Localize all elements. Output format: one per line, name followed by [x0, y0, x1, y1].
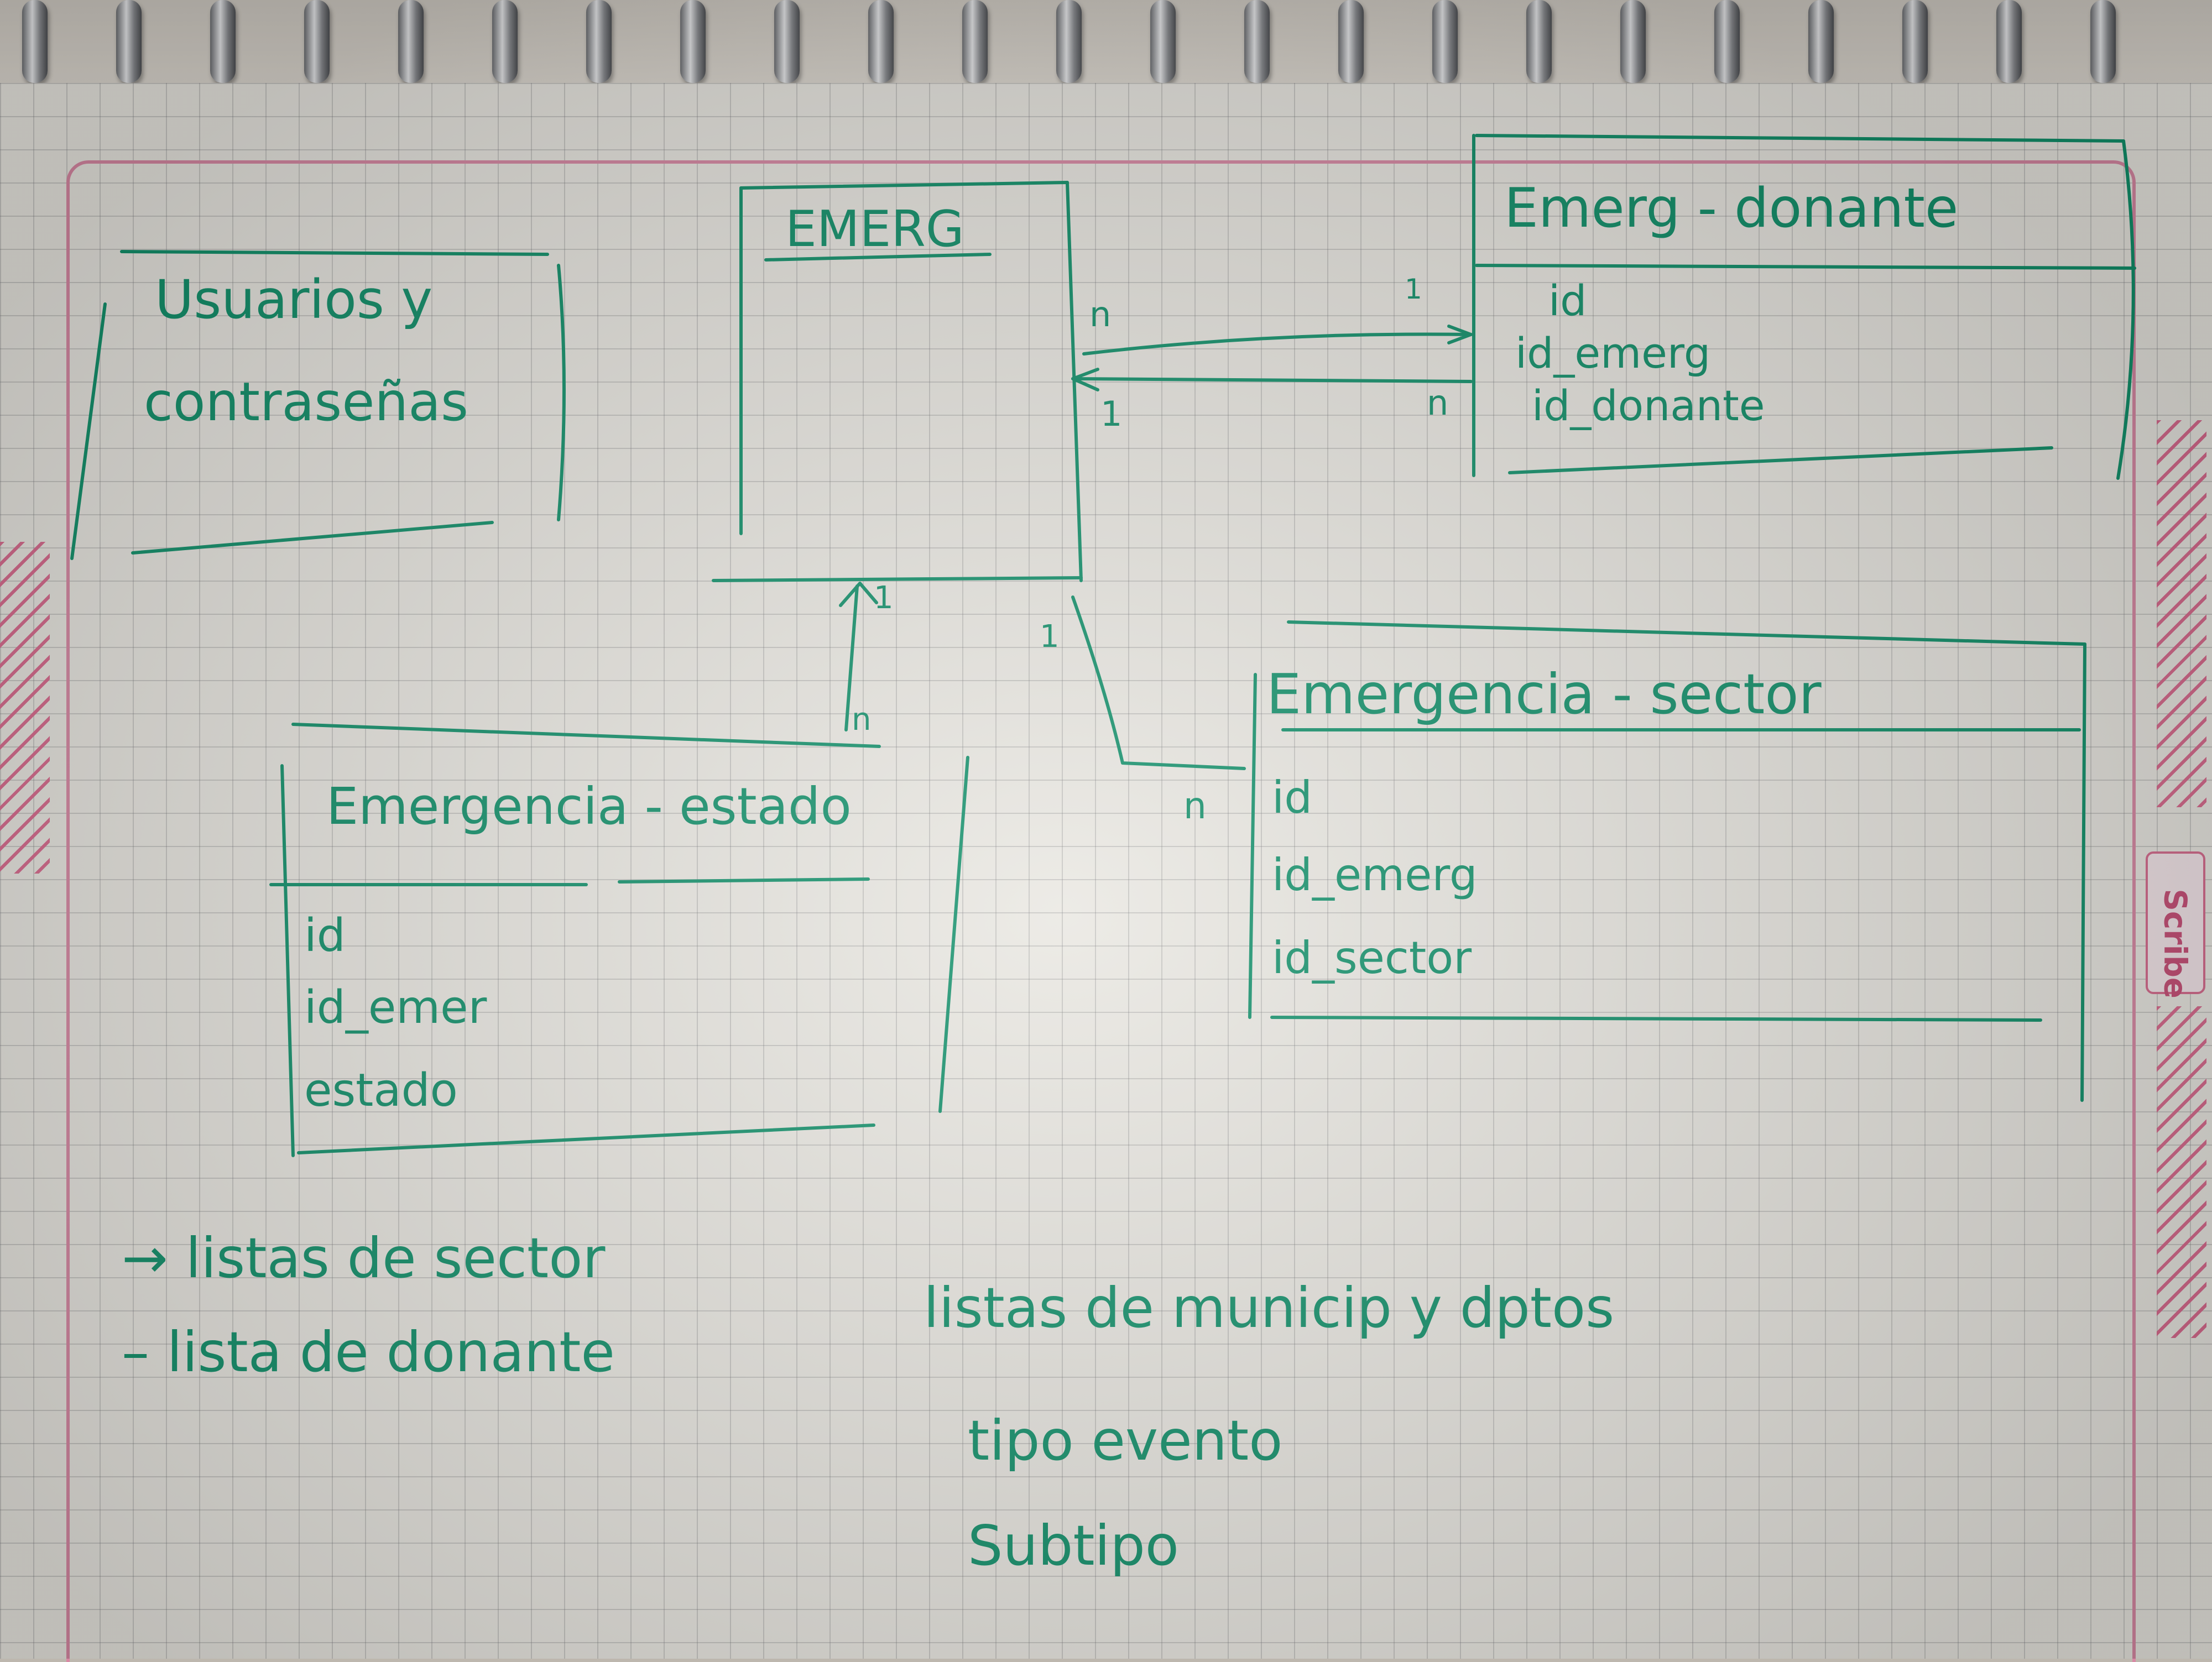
cardinality-label: 1	[1405, 273, 1422, 305]
spiral-ring	[22, 0, 48, 83]
cardinality-label: n	[1183, 785, 1207, 827]
spiral-ring	[1244, 0, 1270, 83]
emerg-title: EMERG	[785, 200, 964, 258]
relationship-emerg-estado	[839, 582, 878, 731]
spiral-ring	[1338, 0, 1364, 83]
cardinality-label: 1	[1040, 619, 1060, 655]
emerg-donante-field: id	[1548, 276, 1587, 325]
emergencia-sector-field: id	[1272, 772, 1312, 823]
spiral-ring	[2090, 0, 2116, 83]
relationship-emerg-donante	[1071, 325, 1473, 391]
cardinality-label: 1	[874, 580, 894, 616]
spiral-ring	[1808, 0, 1834, 83]
spiral-binding	[0, 0, 2212, 83]
spiral-ring	[868, 0, 894, 83]
spiral-ring	[492, 0, 518, 83]
emergencia-estado-field: id_emer	[304, 981, 487, 1034]
usuarios-title-line2: contraseñas	[144, 371, 468, 433]
spiral-ring	[962, 0, 988, 83]
brand-tab	[2146, 851, 2205, 994]
emergencia-sector-field: id_sector	[1272, 932, 1472, 984]
right-margin-hatching	[2157, 1006, 2206, 1338]
emerg-donante-field: id_emerg	[1515, 328, 1710, 378]
relationship-emerg-sector	[1071, 595, 1246, 770]
entity-emergencia-estado-outline	[269, 723, 969, 1157]
entity-emerg-outline	[712, 181, 1083, 582]
emergencia-sector-title: Emergencia - sector	[1266, 662, 1822, 727]
left-margin-hatching	[0, 542, 50, 874]
spiral-ring	[304, 0, 330, 83]
emerg-donante-title: Emerg - donante	[1504, 177, 1958, 240]
cardinality-label: n	[1427, 383, 1448, 423]
emerg-donante-field: id_donante	[1532, 381, 1765, 430]
spiral-ring	[1526, 0, 1552, 83]
cardinality-label: n	[1089, 294, 1111, 335]
cardinality-label: 1	[1100, 394, 1122, 434]
cardinality-label: n	[852, 702, 872, 738]
spiral-ring	[1620, 0, 1646, 83]
note-left: – lista de donante	[122, 1320, 615, 1384]
usuarios-title-line1: Usuarios y	[155, 269, 432, 331]
note-center: Subtipo	[968, 1513, 1179, 1578]
spiral-ring	[398, 0, 424, 83]
entity-usuarios-outline	[70, 250, 566, 560]
spiral-ring	[116, 0, 142, 83]
entity-emerg-donante-outline	[1472, 134, 2136, 480]
spiral-ring	[1150, 0, 1176, 83]
spiral-ring	[1432, 0, 1458, 83]
emergencia-estado-field: id	[304, 910, 346, 962]
emergencia-sector-field: id_emerg	[1272, 849, 1478, 901]
emergencia-estado-field: estado	[304, 1064, 458, 1117]
spiral-ring	[210, 0, 236, 83]
right-margin-hatching	[2157, 420, 2206, 807]
spiral-ring	[1056, 0, 1082, 83]
note-center: tipo evento	[968, 1408, 1282, 1473]
spiral-ring	[1996, 0, 2022, 83]
spiral-ring	[680, 0, 706, 83]
note-left: → listas de sector	[122, 1226, 606, 1290]
entity-emergencia-sector-outline	[1248, 620, 2086, 1102]
spiral-ring	[1902, 0, 1928, 83]
note-center: listas de municip y dptos	[924, 1276, 1614, 1340]
grid-paper	[0, 83, 2212, 1659]
page-margin-frame	[66, 160, 2136, 1662]
emergencia-estado-title: Emergencia - estado	[326, 777, 852, 836]
spiral-ring	[774, 0, 800, 83]
spiral-ring	[1714, 0, 1740, 83]
spiral-ring	[586, 0, 612, 83]
